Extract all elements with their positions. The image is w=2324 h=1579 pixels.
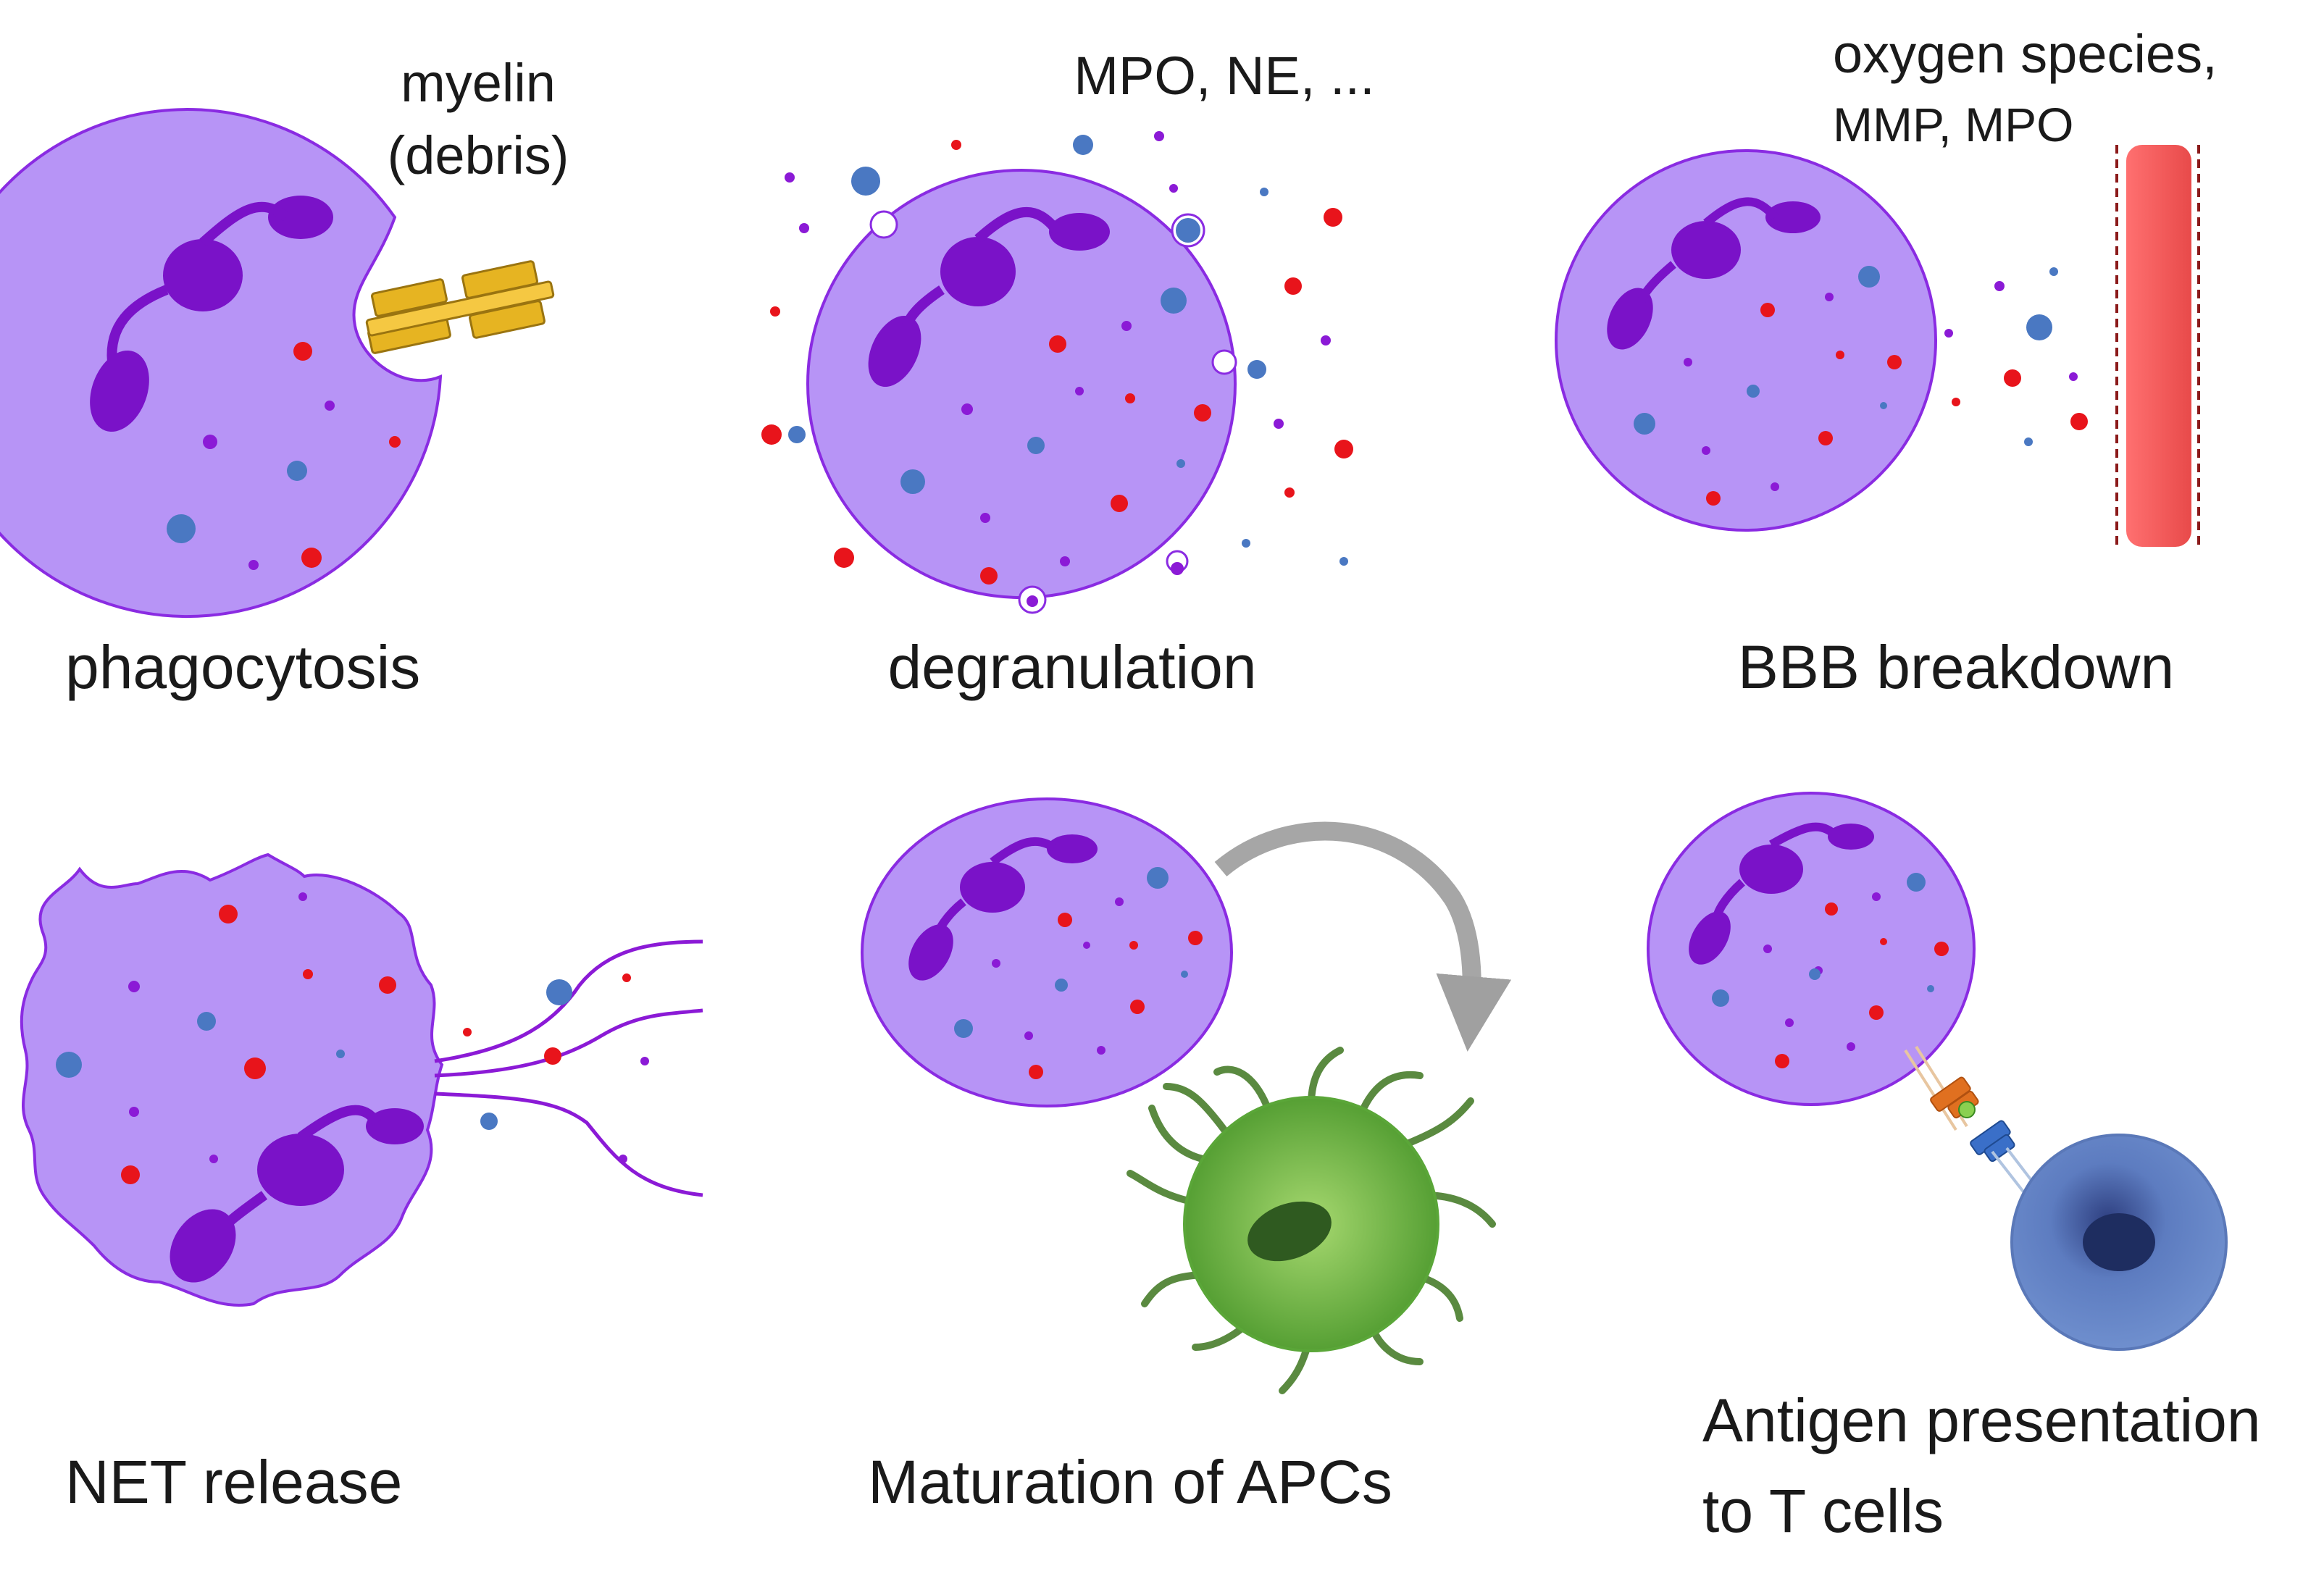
panel-antigen-presentation: Antigen presentation to T cells [1647, 792, 2261, 1545]
apc-dendritic-cell [1127, 1047, 1496, 1394]
granules [167, 342, 401, 570]
label-antigen-presentation-line2: to T cells [1702, 1477, 1944, 1545]
label-maturation-apcs: Maturation of APCs [868, 1448, 1392, 1516]
granules [1634, 266, 1902, 506]
label-bbb-breakdown: BBB breakdown [1738, 633, 2174, 701]
oxygen-species-annotation-line1: oxygen species, [1833, 24, 2218, 84]
extracellular-traps [434, 939, 703, 1197]
nucleus [1607, 197, 1821, 350]
mpo-ne-annotation: MPO, NE, ... [1074, 46, 1374, 106]
panel-degranulation: MPO, NE, ... degranulation [761, 46, 1375, 701]
neutrophil-cell [20, 853, 444, 1307]
nucleus [908, 834, 1098, 981]
granules [954, 867, 1203, 1079]
label-antigen-presentation-line1: Antigen presentation [1702, 1386, 2261, 1454]
granules [1712, 873, 1949, 1068]
myelin-annotation-line1: myelin [401, 53, 556, 113]
maturation-arrow [1214, 821, 1512, 1052]
released-granules [761, 131, 1353, 607]
apc-nucleus [1247, 1201, 1332, 1262]
myelin-annotation-line2: (debris) [388, 125, 569, 185]
neutrophil-cell [1555, 149, 1937, 532]
panel-bbb-breakdown: oxygen species, MMP, MPO BBB breakdown [1555, 24, 2218, 701]
panel-maturation-apcs: Maturation of APCs [861, 797, 1512, 1516]
blood-vessel-wall [2115, 145, 2200, 550]
label-phagocytosis: phagocytosis [65, 633, 420, 701]
nucleus [90, 196, 333, 432]
nucleus [170, 1105, 424, 1283]
panel-phagocytosis: myelin (debris) phagocytosis [0, 53, 569, 701]
neutrophil-cell [806, 169, 1237, 599]
neutrophil-cell [0, 108, 443, 619]
t-cell [2010, 1134, 2228, 1351]
t-cell-nucleus [2083, 1213, 2155, 1271]
nucleus [1689, 822, 1874, 965]
label-net-release: NET release [65, 1448, 402, 1516]
panel-net-release: NET release [20, 853, 703, 1516]
nucleus [868, 206, 1110, 388]
label-degranulation: degranulation [887, 633, 1256, 701]
released-mediators [1944, 267, 2088, 446]
oxygen-species-annotation-line2: MMP, MPO [1833, 98, 2073, 151]
neutrophil-cell [1647, 792, 1976, 1106]
myelin-debris [365, 260, 555, 354]
granules [56, 892, 396, 1184]
net-granules [463, 973, 649, 1163]
granules [900, 288, 1211, 585]
